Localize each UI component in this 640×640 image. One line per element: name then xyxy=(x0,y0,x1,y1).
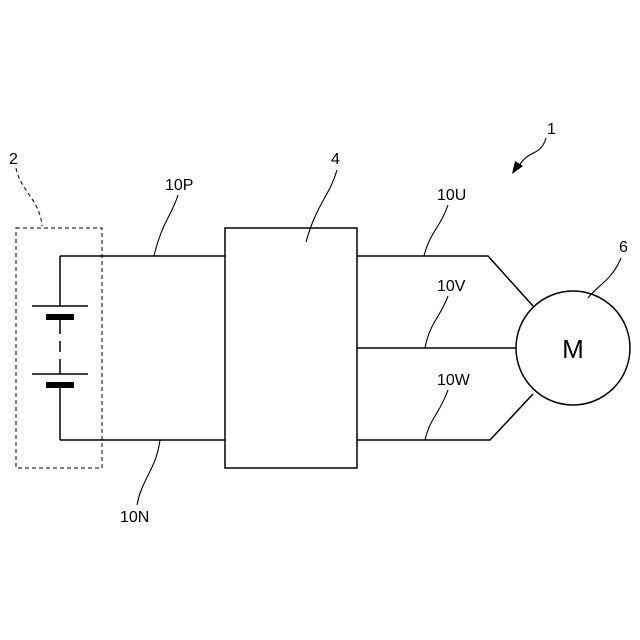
battery-cell-2-negative-plate xyxy=(46,382,74,388)
w-phase-label: 10W xyxy=(437,372,471,389)
battery-cell-1-negative-plate xyxy=(46,314,74,320)
v-phase-label: 10V xyxy=(437,278,466,295)
battery-ref-leader xyxy=(16,168,42,226)
w-phase-leader xyxy=(425,390,448,440)
u-phase-leader xyxy=(424,205,448,256)
inverter-ref-label: 4 xyxy=(331,151,340,168)
motor-ref-label: 6 xyxy=(619,239,628,256)
negative-line-leader xyxy=(137,440,160,505)
motor-symbol: M xyxy=(562,334,584,364)
inverter-block xyxy=(225,228,357,468)
system-ref-leader xyxy=(518,138,546,168)
battery-ref-label: 2 xyxy=(9,151,18,168)
system-ref-label: 1 xyxy=(547,121,556,138)
positive-line-label: 10P xyxy=(165,177,193,194)
w-phase-line xyxy=(357,394,533,440)
positive-line-leader xyxy=(154,195,178,256)
battery-block-outline xyxy=(16,228,102,468)
motor-ref-leader xyxy=(588,258,621,298)
v-phase-leader xyxy=(425,296,448,348)
u-phase-label: 10U xyxy=(437,187,466,204)
negative-line-label: 10N xyxy=(120,509,149,526)
